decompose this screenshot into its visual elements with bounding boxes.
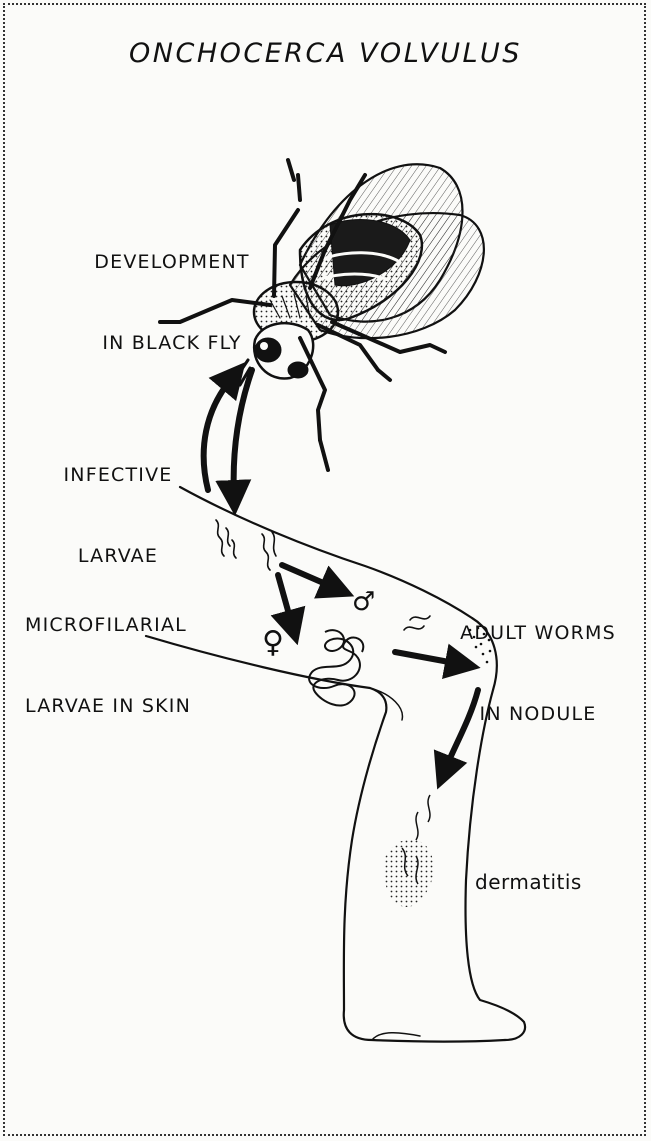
label-development: DEVELOPMENT IN BLACK FLY: [52, 195, 292, 411]
label-microfilarial-larvae: MICROFILARIAL LARVAE IN SKIN: [25, 558, 191, 774]
arrow-to-female: [278, 575, 292, 625]
label-microfilarial-line1: MICROFILARIAL: [25, 612, 191, 639]
label-development-line1: DEVELOPMENT: [52, 249, 292, 276]
arrow-to-male: [282, 565, 335, 588]
label-infective-line1: INFECTIVE: [28, 462, 208, 489]
microfilariae: [216, 520, 430, 630]
label-development-line2: IN BLACK FLY: [52, 330, 292, 357]
transmission-arrows: [204, 370, 478, 770]
label-adult-line1: ADULT WORMS: [438, 620, 638, 647]
label-microfilarial-line2: LARVAE IN SKIN: [25, 693, 191, 720]
coiled-worms: [309, 630, 363, 705]
label-adult-line2: IN NODULE: [438, 701, 638, 728]
female-symbol: ♀: [262, 628, 284, 658]
male-symbol: ♂: [352, 589, 375, 615]
dermatitis-lesion: [384, 795, 434, 907]
label-adult-worms: ADULT WORMS IN NODULE: [438, 566, 638, 782]
label-dermatitis: dermatitis: [475, 870, 582, 894]
